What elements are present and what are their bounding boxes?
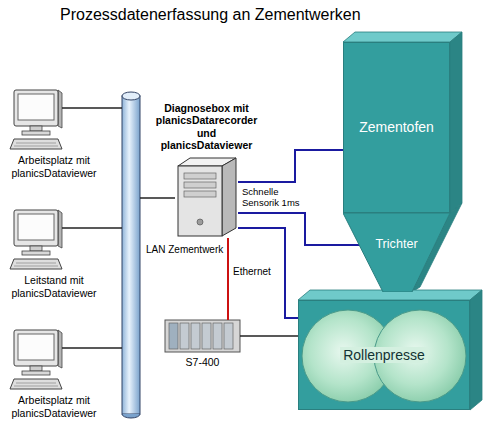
connector-line (62, 227, 122, 229)
node-label: Arbeitsplatz mit planicsDataviewer (4, 394, 104, 419)
node-label: Arbeitsplatz mit planicsDataviewer (4, 154, 104, 179)
s7-plc: S7-400 (165, 320, 240, 352)
hopper-outline (343, 213, 450, 292)
connector-line (62, 107, 122, 109)
computer-icon (10, 90, 62, 149)
computer-icon (10, 330, 62, 389)
connector-line (238, 150, 343, 182)
node-label: Zementofen (359, 119, 434, 136)
press-faces (298, 290, 482, 410)
node-label: LAN Zementwerk (144, 244, 225, 256)
s7-rack (165, 320, 240, 352)
workstation-node: Arbeitsplatz mit planicsDataviewer (10, 330, 62, 390)
connector-line (140, 197, 175, 199)
hopper: Trichter (343, 213, 450, 292)
node-label: Leitstand mit planicsDataviewer (4, 274, 104, 299)
node-label: Diagnosebox mit planicsDatarecorder und … (152, 102, 262, 152)
diagram-title: Prozessdatenerfassung an Zementwerken (60, 5, 361, 24)
connector-line (240, 335, 298, 337)
node-label: Rollenpresse (340, 347, 428, 364)
node-label: Trichter (343, 237, 450, 252)
server-icon (178, 158, 236, 236)
roller-press: Rollenpresse (298, 300, 470, 410)
control-room-node: Leitstand mit planicsDataviewer (10, 210, 62, 270)
lan-bus: LAN Zementwerk (122, 92, 140, 418)
cement-kiln: Zementofen (343, 42, 450, 213)
workstation-node: Arbeitsplatz mit planicsDataviewer (10, 90, 62, 150)
hopper-shape (343, 213, 450, 292)
lan-cylinder (122, 92, 140, 418)
diagnosis-box: Diagnosebox mit planicsDatarecorder und … (175, 156, 238, 238)
connector-line (62, 347, 122, 349)
connector-line (227, 238, 229, 320)
node-label: S7-400 (163, 356, 243, 369)
kiln-faces (343, 32, 462, 213)
computer-icon (10, 210, 62, 269)
connector-label: Ethernet (233, 266, 277, 278)
connector-label: Schnelle Sensorik 1ms (242, 186, 302, 209)
